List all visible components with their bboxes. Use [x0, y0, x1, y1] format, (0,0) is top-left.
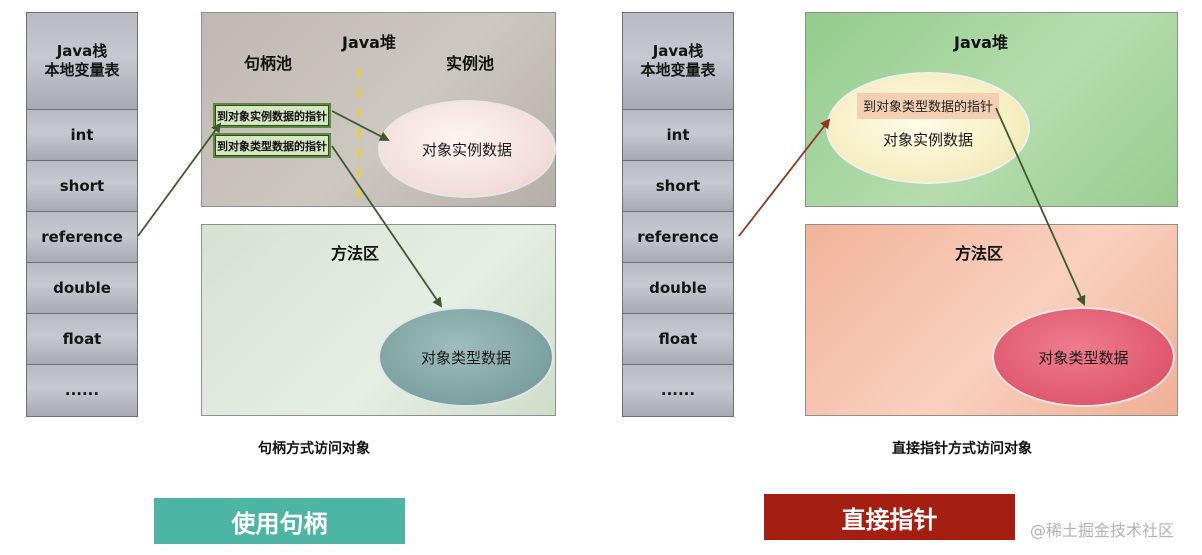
handle-pool-label: 句柄池: [244, 54, 293, 73]
instance-data-label-right: 对象实例数据: [882, 130, 973, 149]
type-data-ellipse-left: 对象类型数据: [378, 307, 554, 407]
stack-item-int: int: [27, 110, 137, 161]
watermark: @稀土掘金技术社区: [1030, 521, 1175, 540]
java-stack-right: Java栈 本地变量表 int short reference double f…: [622, 12, 734, 417]
stack-header: Java栈 本地变量表: [27, 13, 137, 110]
stack-item-reference: reference: [623, 212, 733, 263]
handle-ptr-type: 到对象类型数据的指针: [213, 133, 331, 158]
stack-item-more: ......: [27, 365, 137, 416]
stack-item-float: float: [27, 314, 137, 365]
stack-header: Java栈 本地变量表: [623, 13, 733, 110]
stack-item-double: double: [623, 263, 733, 314]
use-handle-label: 使用句柄: [154, 498, 405, 544]
instance-pool-label: 实例池: [446, 54, 495, 73]
stack-item-reference: reference: [27, 212, 137, 263]
stack-item-double: double: [27, 263, 137, 314]
right-caption: 直接指针方式访问对象: [892, 441, 1032, 457]
stack-header-subtitle: 本地变量表: [44, 61, 120, 79]
method-area-left-title: 方法区: [331, 244, 380, 263]
type-data-ellipse-right: 对象类型数据: [992, 307, 1175, 407]
stack-item-short: short: [623, 161, 733, 212]
java-heap-left-title: Java堆: [342, 33, 396, 52]
direct-ptr-type: 到对象类型数据的指针: [856, 92, 999, 119]
left-caption: 句柄方式访问对象: [258, 441, 370, 457]
instance-data-ellipse-right: 到对象类型数据的指针 对象实例数据: [826, 72, 1030, 184]
handle-ptr-instance: 到对象实例数据的指针: [213, 103, 331, 128]
method-area-right-title: 方法区: [955, 244, 1004, 263]
stack-item-short: short: [27, 161, 137, 212]
stack-item-more: ......: [623, 365, 733, 416]
direct-pointer-label: 直接指针: [764, 494, 1015, 540]
stack-header-title: Java栈: [652, 42, 704, 61]
stack-header-title: Java栈: [56, 42, 108, 61]
stack-item-int: int: [623, 110, 733, 161]
java-stack-left: Java栈 本地变量表 int short reference double f…: [26, 12, 138, 417]
java-heap-right-title: Java堆: [954, 33, 1008, 52]
stack-header-subtitle: 本地变量表: [640, 61, 716, 79]
stack-item-float: float: [623, 314, 733, 365]
instance-data-ellipse-left: 对象实例数据: [378, 100, 556, 198]
